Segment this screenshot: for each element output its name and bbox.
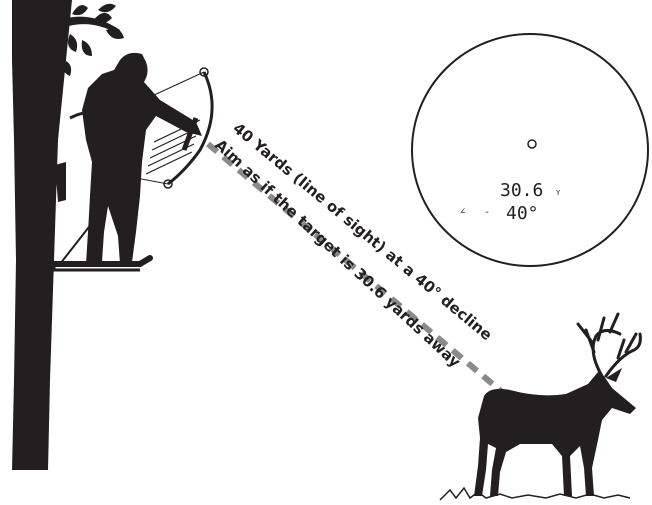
rangefinder-distance-unit: Y [556,189,561,197]
rangefinder-display: 30.6 Y ∠ - 40° [412,34,648,266]
rangefinder-lens-circle [412,34,648,266]
rangefinder-angle-symbol: ∠ [460,207,465,217]
deer-body [474,372,636,496]
reticle-circle [528,140,536,148]
rangefinder-angle-sign: - [484,207,490,218]
line-of-sight-label-text: 40 Yards (line of sight) at a 40° declin… [229,119,495,344]
deer [474,314,640,496]
rangefinder-distance: 30.6 [500,180,543,201]
tree [12,0,124,470]
hunter [70,53,202,264]
aim-label: Aim as if the target is 30.6 yards away [211,136,464,372]
aim-label-text: Aim as if the target is 30.6 yards away [211,136,464,372]
deer-antlers [578,314,640,376]
tree-step [55,162,66,202]
grass [440,488,630,500]
rangefinder-angle: 40° [506,203,539,224]
tree-trunk [12,0,72,470]
hunter-body [82,55,202,264]
line-of-sight-label: 40 Yards (line of sight) at a 40° declin… [229,119,495,344]
